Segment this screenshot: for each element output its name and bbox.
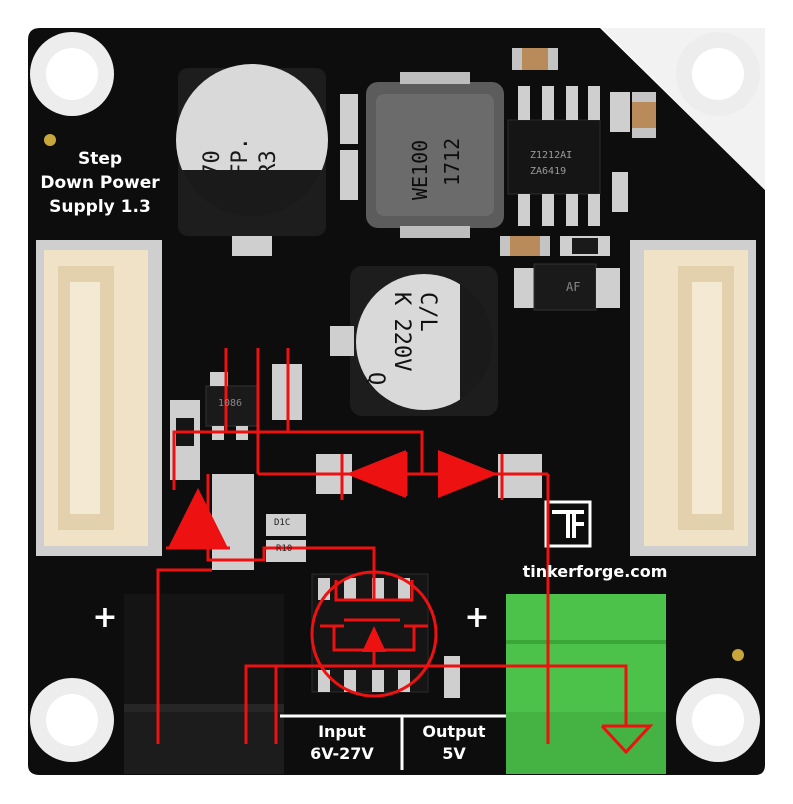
resistor-small-bottom (444, 656, 460, 698)
input-label: Input (318, 722, 366, 741)
output-voltage: 5V (442, 744, 466, 763)
diode-arrow-right (438, 450, 498, 498)
fiducial-left (44, 134, 56, 146)
connector-left (36, 240, 162, 556)
inductor-mark-1: WE100 (408, 139, 432, 200)
smd-r10 (266, 540, 306, 562)
mosfet-chip (311, 573, 429, 693)
capacitor-small (330, 266, 498, 416)
transistor-mark: 1086 (218, 398, 243, 409)
mounting-hole-bottom-left (30, 678, 114, 762)
smd-components-top (340, 48, 656, 256)
board-title-line-2: Down Power (40, 173, 160, 193)
diode-arrow-up (168, 488, 228, 548)
schematic-diodes (168, 450, 498, 652)
smd-d1c-mark: D1C (274, 518, 291, 528)
inductor (366, 72, 504, 238)
fiducial-right (732, 649, 744, 661)
inductor-mark-2: 1712 (440, 137, 464, 186)
output-terminal-block (506, 594, 666, 774)
diode-pad-right (498, 454, 542, 498)
output-label: Output (422, 722, 486, 741)
brand-url: tinkerforge.com (522, 562, 668, 581)
cap-small-mark-1: C/L (415, 292, 440, 332)
cap-small-mark-2: K 220V (389, 292, 414, 372)
regulator-chip (507, 86, 601, 226)
capacitor-large (176, 64, 328, 256)
diode-smd-vertical (212, 474, 254, 570)
connector-right (630, 240, 756, 556)
mounting-hole-bottom-right (676, 678, 760, 762)
cap-large-mark-3: 4R3 (256, 150, 281, 190)
mosfet-arrow (362, 626, 386, 652)
cap-large-mark-1: 470 (200, 150, 225, 190)
input-terminal-block (124, 594, 284, 774)
regulator-mark-1: Z1212AI (530, 150, 573, 161)
af-chip-mark: AF (566, 280, 581, 294)
af-chip (514, 263, 620, 311)
diode-arrow-left (346, 450, 406, 498)
input-range: 6V-27V (310, 744, 374, 763)
plus-sign-input: + (92, 600, 118, 635)
cap-large-mark-2: CFP. (228, 137, 253, 190)
tinkerforge-logo (544, 500, 592, 548)
smd-r10-mark: R10 (276, 544, 293, 554)
plus-sign-output: + (464, 600, 490, 635)
mounting-hole-top-right (676, 32, 760, 116)
board-title-line-1: Step (77, 149, 123, 169)
smd-d1c (266, 514, 306, 536)
regulator-mark-2: ZA6419 (530, 166, 567, 177)
mounting-hole-top-left (30, 32, 114, 116)
board-title-line-3: Supply 1.3 (49, 197, 151, 217)
cap-small-mark-3: Q (363, 372, 388, 386)
